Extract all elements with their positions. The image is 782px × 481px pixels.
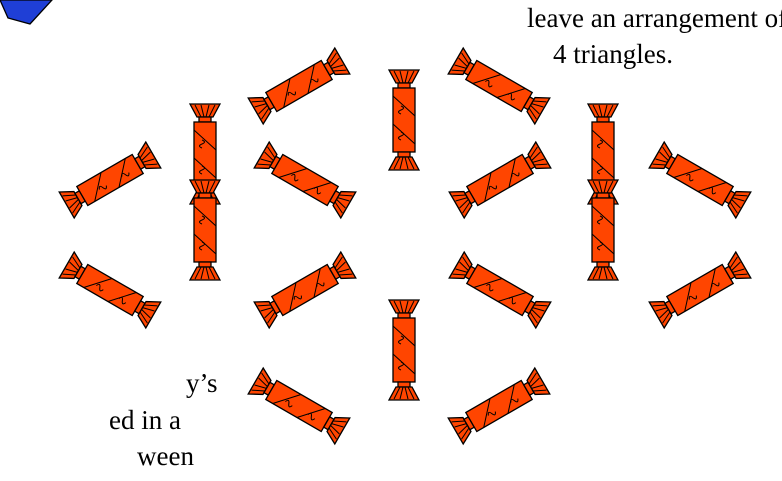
cracker — [248, 48, 350, 124]
instruction-text-line: ed in a — [109, 404, 181, 436]
corner-decoration-shape — [0, 0, 52, 24]
cracker — [649, 142, 751, 218]
cracker — [448, 368, 550, 444]
cracker — [248, 368, 350, 444]
cracker — [59, 252, 161, 328]
instruction-text-line: ween — [137, 440, 194, 472]
cracker — [254, 142, 356, 218]
instruction-text-line: y’s — [186, 367, 218, 399]
cracker — [448, 48, 550, 124]
instruction-text-line: leave an arrangement of — [527, 2, 782, 34]
cracker — [254, 252, 356, 328]
cracker — [59, 142, 161, 218]
crackers-group — [59, 48, 751, 444]
cracker — [449, 142, 551, 218]
cracker — [389, 300, 419, 400]
cracker — [649, 252, 751, 328]
cracker — [449, 252, 551, 328]
cracker — [389, 70, 419, 170]
instruction-text-line: 4 triangles. — [553, 38, 673, 70]
